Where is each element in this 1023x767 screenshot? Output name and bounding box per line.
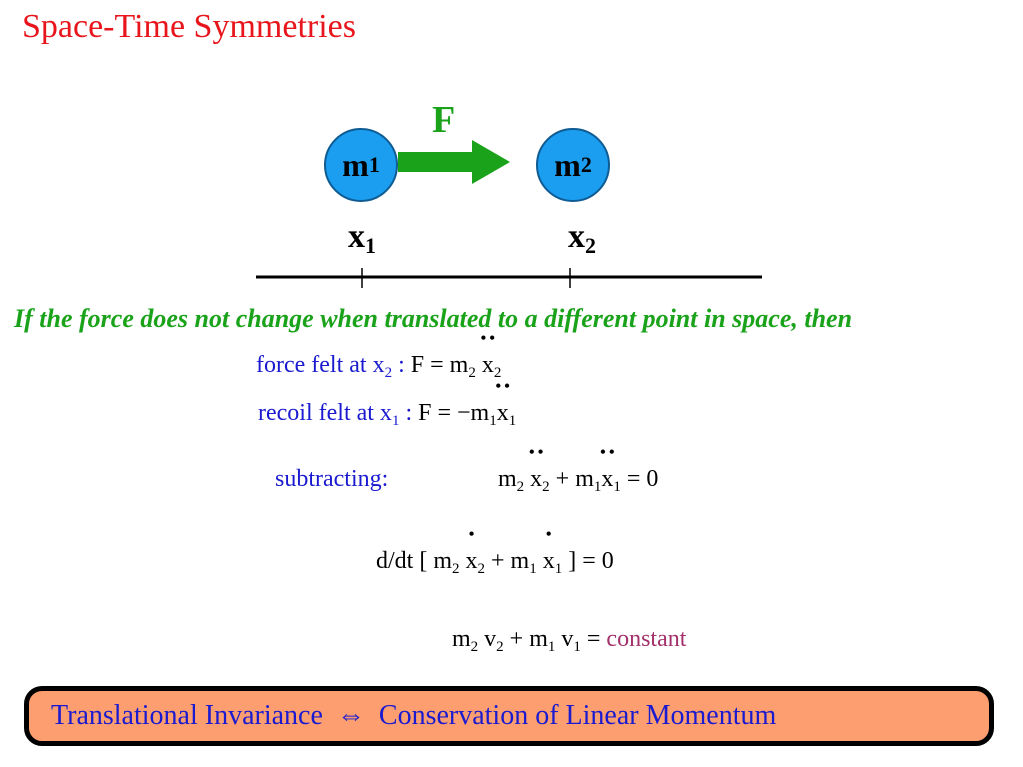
eq5-v-b-sub: 1	[573, 639, 581, 655]
conclusion-banner: Translational Invariance ⇔ Conservation …	[24, 686, 994, 746]
eq5-equals: =	[580, 626, 607, 652]
equation-momentum-constant: m2 v2 + m1 v1 = constant	[452, 626, 686, 656]
equation-recoil: recoil felt at x1 : F = −m1x1	[258, 400, 516, 430]
eq1-lhs: F = m	[410, 352, 469, 378]
eq3-x-b-sub: 1	[613, 479, 621, 495]
eq3-m-a: m	[498, 466, 517, 492]
eq3-plus: + m	[549, 466, 594, 492]
eq5-m-b-sub: 1	[547, 639, 556, 655]
eq4-x-b-sub: 1	[554, 561, 563, 577]
eq4-x-b-vel: x	[543, 548, 555, 575]
eq3-x-a-accel: x	[530, 466, 542, 493]
eq2-colon: :	[399, 400, 419, 426]
equation-force: force felt at x2 : F = m2 x2	[256, 352, 501, 382]
banner-left-text: Translational Invariance	[51, 700, 323, 731]
mass-1-base: m	[342, 146, 369, 183]
eq2-x-accel: x	[497, 400, 509, 427]
eq4-x-a-vel: x	[466, 548, 478, 575]
diagram-lines	[256, 140, 762, 288]
eq2-label-sub: 1	[391, 413, 400, 429]
eq5-plus: + m	[503, 626, 548, 652]
pos-1-base: x	[348, 218, 365, 255]
position-x1-label: x1	[348, 218, 376, 259]
eq5-v-a: v	[478, 626, 497, 652]
mass-2-sub: 2	[580, 152, 592, 177]
pos-1-sub: 1	[365, 233, 376, 258]
eq5-v-a-sub: 2	[496, 639, 504, 655]
eq4-m-b-sub: 1	[529, 561, 537, 577]
eq3-x-a-sub: 2	[542, 479, 550, 495]
slide-title: Space-Time Symmetries	[22, 8, 356, 45]
eq3-m-b-sub: 1	[593, 479, 602, 495]
subtracting-label: subtracting:	[275, 466, 389, 492]
pos-2-base: x	[568, 218, 585, 255]
eq4-prefix: d/dt [ m	[376, 548, 452, 574]
eq3-rhs: = 0	[620, 466, 659, 492]
eq3-x-b-accel: x	[601, 466, 613, 493]
eq5-m-a: m	[452, 626, 471, 652]
eq4-x-a-sub: 2	[477, 561, 486, 577]
eq1-colon: :	[392, 352, 411, 378]
invariance-statement: If the force does not change when transl…	[14, 304, 853, 333]
force-label: F	[432, 99, 456, 141]
position-x2-label: x2	[568, 218, 596, 259]
eq5-v-b: v	[555, 626, 574, 652]
eq2-m-sub: 1	[489, 413, 497, 429]
eq4-m-a-sub: 2	[452, 561, 460, 577]
eq5-constant: constant	[606, 626, 687, 652]
eq2-label: recoil felt at x	[258, 400, 392, 426]
double-arrow-icon: ⇔	[336, 700, 365, 731]
equation-subtracting: m2 x2 + m1x1 = 0	[498, 466, 658, 496]
eq5-m-a-sub: 2	[470, 639, 479, 655]
mass-2-base: m	[554, 146, 581, 183]
mass-1-sub: 1	[368, 152, 380, 177]
eq1-m-sub: 2	[468, 365, 476, 381]
eq1-label: force felt at x	[256, 352, 385, 378]
eq4-rhs: ] = 0	[562, 548, 614, 574]
eq1-label-sub: 2	[384, 365, 393, 381]
eq4-plus: + m	[485, 548, 530, 574]
eq2-lhs: F = −m	[418, 400, 490, 426]
eq1-x-sub: 2	[493, 365, 502, 381]
force-arrow	[398, 140, 510, 184]
eq1-x-accel: x	[482, 352, 494, 379]
eq3-m-a-sub: 2	[516, 479, 525, 495]
equation-time-derivative: d/dt [ m2 x2 + m1 x1 ] = 0	[376, 548, 614, 578]
eq2-x-sub: 1	[508, 413, 517, 429]
pos-2-sub: 2	[585, 233, 596, 258]
banner-right-text: Conservation of Linear Momentum	[378, 700, 777, 731]
